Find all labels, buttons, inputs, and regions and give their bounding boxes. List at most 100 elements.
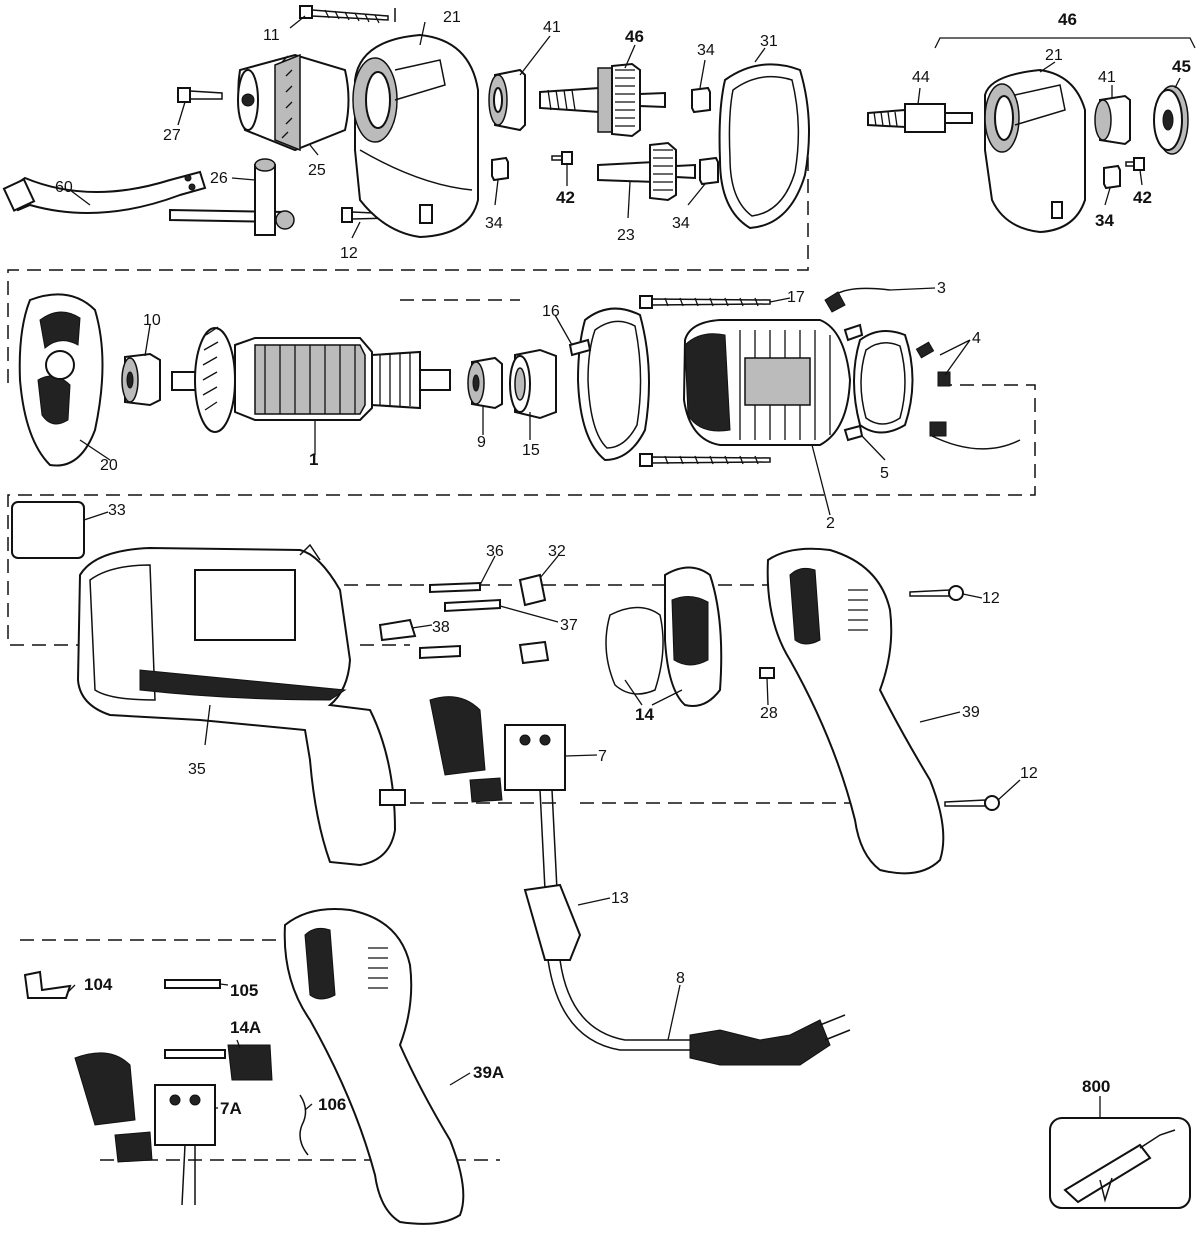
part-label-35: 35 (188, 761, 206, 778)
part-label-21: 21 (443, 9, 461, 26)
alt-bearing-41 (1094, 94, 1131, 146)
part-label-42: 42 (556, 188, 575, 207)
baffle-20 (18, 293, 104, 467)
screw-17-upper (639, 295, 771, 309)
part-label-9: 9 (477, 434, 486, 451)
screw-12-right (909, 585, 964, 601)
part-label-46-group: 46 (1058, 10, 1077, 29)
switch-7 (429, 696, 566, 803)
part-label-34-top: 34 (697, 42, 715, 59)
baffle-16 (568, 307, 650, 462)
part-label-17: 17 (787, 289, 805, 306)
switch-parts (378, 573, 550, 665)
lead-3 (824, 287, 891, 313)
small-parts-104-105-106 (23, 970, 309, 1156)
part-label-39a: 39A (473, 1063, 504, 1082)
motor-housing-35 (76, 543, 406, 867)
part-label-20: 20 (100, 457, 118, 474)
part-label-12-right: 12 (982, 590, 1000, 607)
screw-17-lower (639, 453, 771, 467)
chuck-key-26 (169, 158, 295, 236)
part-label-13: 13 (611, 890, 629, 907)
part-label-42-alt: 42 (1133, 188, 1152, 207)
clip-14 (605, 606, 664, 695)
part-label-16: 16 (542, 303, 560, 320)
part-label-800: 800 (1082, 1077, 1110, 1096)
intermediate-gear-23 (597, 141, 696, 202)
part-label-10: 10 (143, 312, 161, 329)
part-label-28: 28 (760, 705, 778, 722)
part-label-60: 60 (55, 179, 73, 196)
nameplate-33 (11, 501, 85, 559)
group-bracket-46 (934, 37, 1196, 49)
handle-39a (283, 908, 465, 1225)
part-label-26: 26 (210, 170, 228, 187)
part-label-8: 8 (676, 970, 685, 987)
alt-screw-42 (1125, 157, 1145, 171)
part-label-38: 38 (432, 619, 450, 636)
part-label-106: 106 (318, 1095, 346, 1114)
part-label-34-alt: 34 (1095, 211, 1114, 230)
part-label-21-alt: 21 (1045, 47, 1063, 64)
part-label-14: 14 (635, 705, 654, 724)
leader-lines (67, 15, 1181, 1118)
screw-42 (551, 151, 573, 165)
part-label-46: 46 (625, 27, 644, 46)
cord-8 (523, 789, 851, 1066)
part-label-34-mid: 34 (672, 215, 690, 232)
alt-spindle-44 (867, 103, 973, 133)
part-label-25: 25 (308, 162, 326, 179)
part-label-11: 11 (263, 27, 280, 44)
part-label-12-lower: 12 (1020, 765, 1038, 782)
brush-holder-5 (843, 323, 914, 442)
part-label-2: 2 (826, 515, 835, 532)
switch-carrier (664, 566, 723, 707)
field-2 (682, 319, 852, 446)
part-label-36: 36 (486, 543, 504, 560)
part-label-41-alt: 41 (1098, 69, 1116, 86)
screw-12-lower (944, 795, 1000, 811)
part-label-32: 32 (548, 543, 566, 560)
bearing-41 (488, 68, 526, 132)
gasket-31 (718, 63, 810, 230)
part-label-104: 104 (84, 975, 113, 994)
part-label-23: 23 (617, 227, 635, 244)
part-label-14a: 14A (230, 1018, 261, 1037)
bushings-34 (491, 86, 719, 186)
screw-11 (299, 5, 389, 24)
part-label-39: 39 (962, 704, 980, 721)
part-label-5: 5 (880, 465, 889, 482)
screw-27 (177, 87, 223, 103)
part-label-45: 45 (1172, 57, 1191, 76)
part-label-34-left: 34 (485, 215, 503, 232)
part-label-31: 31 (760, 33, 778, 50)
nut-28 (759, 667, 775, 679)
brushes-4 (915, 341, 1021, 450)
part-label-3: 3 (937, 280, 946, 297)
spindle-46 (539, 62, 666, 138)
chuck-25 (237, 53, 350, 152)
armature-1 (171, 326, 451, 433)
bearing-10 (121, 352, 161, 407)
alt-bushing-34 (1103, 164, 1121, 190)
bearing-holder-15 (509, 348, 557, 420)
part-label-27: 27 (163, 127, 181, 144)
part-label-44: 44 (912, 69, 930, 86)
part-label-37: 37 (560, 617, 578, 634)
part-label-15: 15 (522, 442, 540, 459)
alt-gear-45 (1153, 85, 1189, 155)
strap-60 (2, 170, 207, 214)
part-label-105: 105 (230, 981, 258, 1000)
kit-800 (1049, 1117, 1191, 1209)
bearing-9 (467, 356, 503, 410)
part-label-1: 1 (309, 450, 318, 469)
gear-housing-21 (352, 33, 479, 239)
part-label-12-top: 12 (340, 245, 358, 262)
part-label-41: 41 (543, 19, 561, 36)
part-label-4: 4 (972, 330, 981, 347)
alt-gear-housing-21 (984, 68, 1086, 234)
switch-7a (74, 1044, 273, 1206)
part-label-7a: 7A (220, 1099, 242, 1118)
